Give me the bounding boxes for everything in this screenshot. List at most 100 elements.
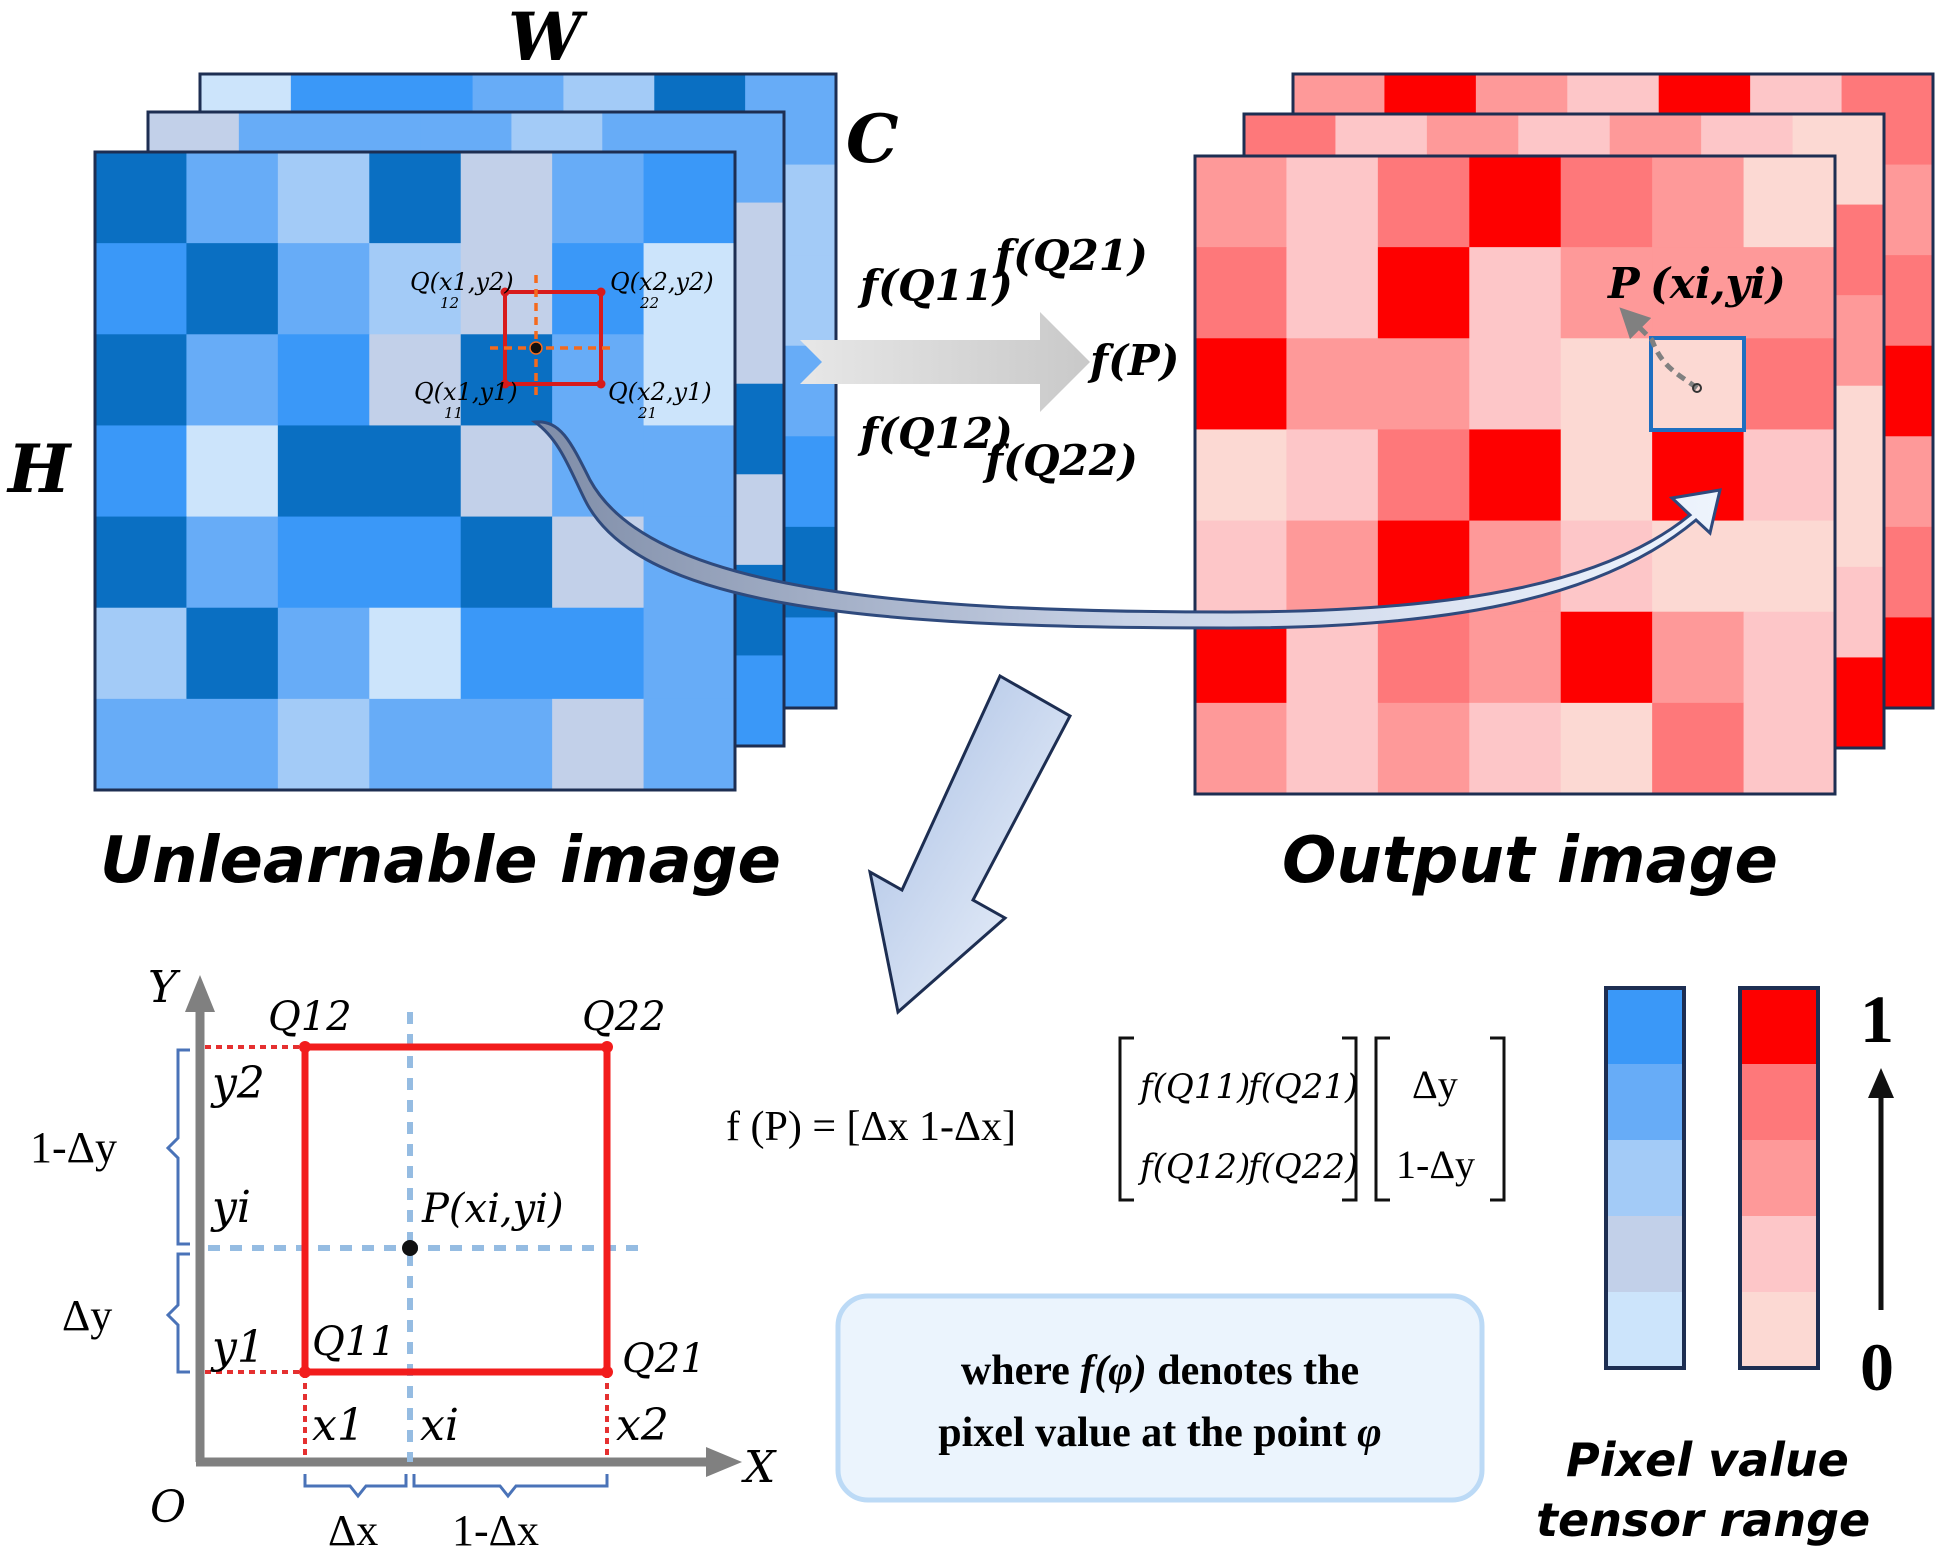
callout-phi: φ (1357, 1410, 1382, 1456)
coordinate-diagram (165, 975, 742, 1499)
blue-grid-pixel (277, 698, 370, 791)
red-grid-pixel (1743, 156, 1836, 248)
blue-grid-pixel (277, 516, 370, 609)
red-legend-bar-swatch (1740, 1064, 1818, 1140)
blue-grid-pixel (369, 607, 462, 700)
blue-grid-pixel (95, 152, 187, 244)
q11-small-sub: 11 (444, 404, 463, 422)
blue-legend-bar-border (1604, 986, 1686, 1370)
q11-small-label: Q(x1,y1) (414, 378, 518, 406)
red-grid-pixel (1377, 247, 1470, 339)
detail-arrow (867, 673, 1073, 1015)
red-grid-pixel (1743, 338, 1836, 430)
blue-grid-pixel (643, 334, 736, 426)
formula: f (P) = [Δx 1-Δx] f(Q11) f(Q21) f(Q12) f… (726, 1036, 1506, 1202)
q21-small-label: Q(x2,y1) (608, 378, 712, 406)
red-legend-bar (1738, 986, 1820, 1370)
blue-grid-pixel (369, 698, 462, 791)
blue-grid-pixel (186, 334, 279, 426)
callout-line-1: where f(φ) denotes the (961, 1348, 1359, 1394)
height-label: H (6, 430, 73, 508)
red-grid-pixel (1286, 156, 1379, 248)
red-grid-pixel (1377, 611, 1470, 704)
callout-f: f (1080, 1348, 1098, 1394)
blue-grid-pixel (369, 516, 462, 609)
callout-line-2: pixel value at the point φ (938, 1410, 1381, 1456)
red-grid-pixel (1195, 702, 1287, 795)
blue-grid-pixel (643, 698, 736, 791)
blue-grid-pixel (95, 698, 187, 791)
vector-dy: Δy (1412, 1062, 1458, 1107)
red-grid-pixel (1377, 429, 1470, 522)
blue-grid-pixel (460, 698, 553, 791)
formula-lhs: f (P) = [Δx 1-Δx] (726, 1104, 1016, 1150)
blue-grid-pixel (643, 607, 736, 700)
output-point-label: P (1607, 259, 1641, 308)
blue-grid-pixel (95, 607, 187, 700)
callout-pixel-value: pixel value at the point (938, 1410, 1357, 1456)
red-grid-pixel (1560, 338, 1653, 430)
red-grid-pixel (1377, 338, 1470, 430)
red-grid-pixel (1195, 247, 1287, 339)
x2-label: x2 (616, 1400, 669, 1451)
blue-grid-pixel (552, 607, 645, 700)
y1-label: y1 (210, 1322, 265, 1373)
coordinate-labels: Y X O Q12 Q22 Q11 Q21 y2 yi y1 x1 xi x2 … (30, 962, 777, 1555)
blue-grid-pixel (460, 152, 553, 244)
red-legend-bar-swatch (1740, 1292, 1818, 1368)
origin-label: O (150, 1482, 186, 1533)
blue-legend-bar-swatch (1606, 1140, 1684, 1216)
red-grid-pixel (1469, 156, 1562, 248)
red-grid-pixel (1195, 429, 1287, 522)
callout-where: where (961, 1348, 1080, 1394)
q22-label: Q22 (582, 994, 666, 1040)
output-image-caption: Output image (1282, 824, 1778, 898)
q21-small-sub: 21 (637, 404, 657, 422)
y2-label: y2 (210, 1058, 265, 1109)
x1-label: x1 (312, 1400, 365, 1451)
blue-grid-pixel (643, 152, 736, 244)
blue-grid-pixel (95, 425, 187, 518)
red-grid-pixel (1743, 429, 1836, 522)
red-grid-pixel (1560, 429, 1653, 522)
fq11-label: f(Q11) (857, 261, 1013, 310)
blue-legend-bar-swatch (1606, 1064, 1684, 1140)
xi-label: xi (420, 1400, 459, 1451)
callout-phi-arg: (φ) (1094, 1348, 1147, 1394)
red-legend-bar-swatch (1740, 988, 1818, 1064)
interpolation-arrow (800, 312, 1090, 412)
q21-label: Q21 (622, 1336, 706, 1382)
red-grid-pixel (1560, 156, 1653, 248)
red-grid-pixel (1286, 702, 1379, 795)
p-point-label: P(xi,yi) (421, 1186, 564, 1232)
red-grid-pixel (1469, 429, 1562, 522)
unlearnable-image-caption: Unlearnable image (100, 824, 781, 898)
red-grid-pixel (1377, 520, 1470, 613)
pixel-value-legend (1604, 986, 1820, 1370)
red-grid-pixel (1469, 247, 1562, 339)
red-grid-pixel (1743, 247, 1836, 339)
blue-grid-pixel (552, 152, 645, 244)
legend-max-label: 1 (1860, 981, 1894, 1057)
red-grid-pixel (1743, 611, 1836, 704)
dy-label: Δy (62, 1291, 112, 1340)
blue-legend-bar (1604, 986, 1686, 1370)
red-grid-pixel (1652, 247, 1745, 339)
one-minus-dx-label: 1-Δx (452, 1506, 539, 1555)
blue-grid-pixel (277, 425, 370, 518)
fq12-label: f(Q12) (857, 409, 1013, 458)
blue-grid-pixel (369, 334, 462, 426)
blue-grid-pixel (186, 698, 279, 791)
yi-label: yi (210, 1182, 251, 1233)
blue-grid-pixel (369, 243, 462, 335)
q12-label: Q12 (268, 994, 352, 1040)
q12-small-label: Q(x1,y2) (410, 268, 514, 296)
unlearnable-image-stack (93, 72, 838, 792)
red-grid-pixel (1195, 338, 1287, 430)
red-legend-bar-swatch (1740, 1216, 1818, 1292)
blue-grid-pixel (186, 243, 279, 335)
blue-grid-pixel (643, 243, 736, 335)
blue-grid-pixel (369, 425, 462, 518)
red-legend-bar-swatch (1740, 1140, 1818, 1216)
sample-neighborhood (490, 275, 612, 395)
